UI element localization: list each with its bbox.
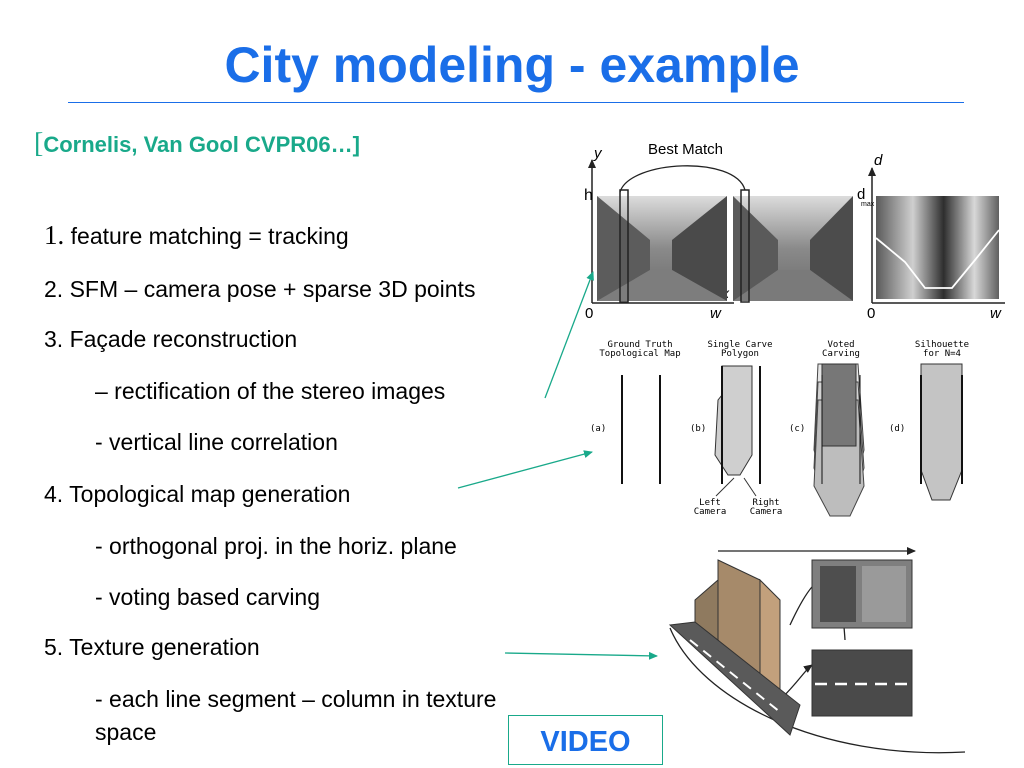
header-voted-2: Carving [822,349,860,359]
citation: [Cornelis, Van Gool CVPR06…] [34,128,360,160]
zero-right-label: 0 [867,305,875,322]
panel-b-letter: (b) [690,424,706,434]
right-match-column [740,189,750,303]
right-camera-2: Camera [750,507,783,517]
road-surface [668,621,801,736]
best-match-label: Best Match [648,141,723,158]
left-camera-2: Camera [694,507,727,517]
panel-c-letter: (c) [789,424,805,434]
correlation-cost-image [876,196,999,299]
arrow-to-carving [457,450,593,489]
carving-figure: Ground Truth Topological Map Single Carv… [590,340,969,517]
step-1-number: 1. [44,220,65,250]
header-single-carve-1: Single Carve [707,340,772,350]
arrow-to-stereo [544,271,594,399]
step-5: 5. Texture generation [44,634,260,660]
zero-left-label: 0 [585,305,593,322]
step-4: 4. Topological map generation [44,481,351,507]
slide-title: City modeling - example [224,37,800,93]
step-5a-cont: space [95,719,157,745]
step-3b: - vertical line correlation [95,429,338,455]
panel-a-letter: (a) [590,424,606,434]
dmax-subscript: max [861,201,875,208]
video-button[interactable]: VIDEO [508,715,663,765]
header-ground-truth-2: Topological Map [599,349,680,359]
title-underline [68,102,964,103]
w-right-label: w [990,305,1002,322]
header-voted-1: Voted [827,340,854,350]
step-4b: - voting based carving [95,584,321,610]
step-3a: – rectification of the stereo images [95,378,446,404]
step-3: 3. Façade reconstruction [44,326,298,352]
citation-text: Cornelis, Van Gool CVPR06…] [43,132,360,157]
w-label: w [710,305,722,322]
header-ground-truth-1: Ground Truth [607,340,672,350]
step-1-text: feature matching = tracking [64,223,349,249]
panel-d-letter: (d) [889,424,905,434]
citation-bracket: [ [34,128,44,159]
left-camera-1: Left [699,498,721,508]
step-2: 2. SFM – camera pose + sparse 3D points [44,276,476,302]
texture-figure [668,547,966,754]
dmax-label: d [857,186,865,203]
arrow-to-texture [504,651,658,660]
header-silhouette-1: Silhouette [915,340,969,350]
y-axis-label: y [593,145,603,162]
header-silhouette-2: for N=4 [923,349,961,359]
right-camera-1: Right [752,498,779,508]
step-5a: - each line segment – column in texture [95,686,497,712]
step-1: 1. feature matching = tracking [44,220,349,251]
left-match-column [619,189,629,303]
header-single-carve-2: Polygon [721,349,759,359]
step-4a: - orthogonal proj. in the horiz. plane [95,533,457,559]
stereo-matching-figure: y h 0 w x Best Match d d max 0 w [584,141,1005,322]
h-label: h [584,187,593,204]
pointer-arrows [457,271,658,660]
best-path-line [875,229,1000,289]
d-axis-label: d [874,152,883,169]
